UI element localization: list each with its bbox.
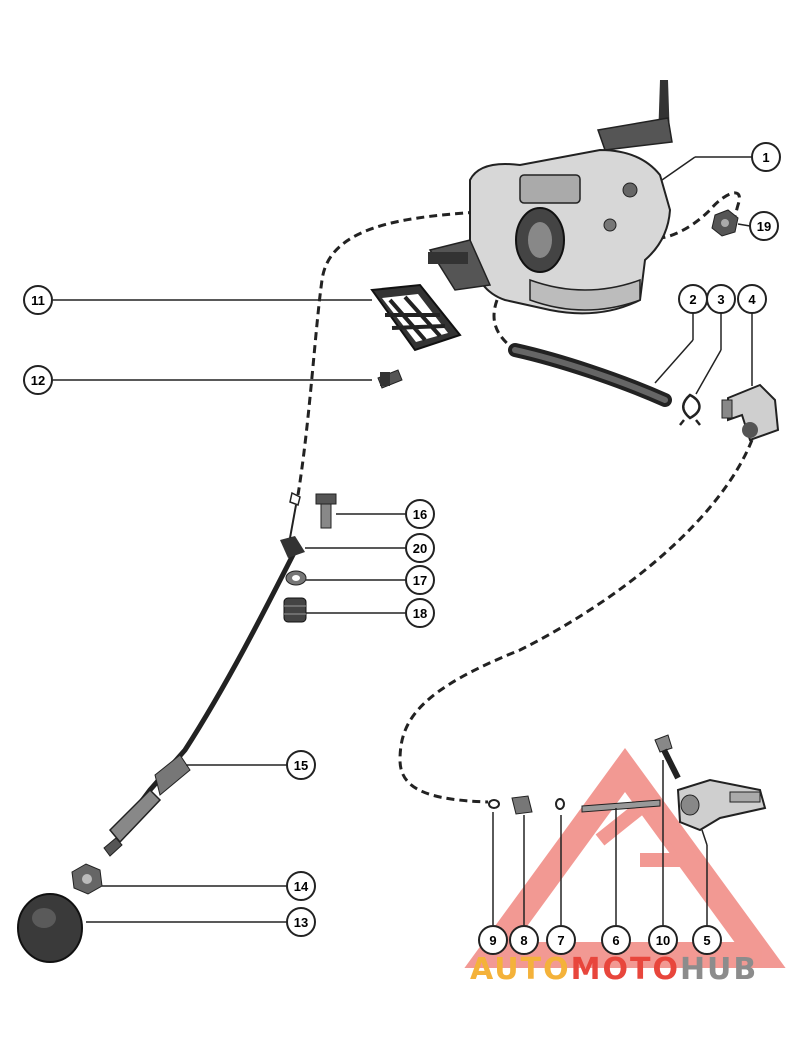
svg-text:2: 2 (689, 292, 696, 307)
svg-text:3: 3 (717, 292, 724, 307)
callout-10: 10 (648, 925, 678, 955)
plunger-part-6 (581, 799, 661, 813)
callout-6: 6 (601, 925, 631, 955)
watermark-logo (464, 747, 786, 968)
svg-text:16: 16 (413, 507, 427, 522)
dash-carb-bottom (492, 299, 516, 352)
svg-text:5: 5 (703, 933, 710, 948)
watermark-text: AUTOMOTOHUB (470, 952, 758, 987)
watermark-auto: AUTO (470, 952, 571, 987)
watermark-hub: HUB (679, 952, 759, 987)
callout-5: 5 (692, 925, 722, 955)
svg-text:11: 11 (31, 293, 45, 308)
callout-18: 18 (405, 598, 435, 628)
bolt-part-16 (315, 493, 337, 529)
svg-text:13: 13 (294, 915, 308, 930)
callout-15: 15 (286, 750, 316, 780)
screw-part-12 (377, 369, 403, 389)
choke-cable-part (103, 491, 305, 857)
svg-text:14: 14 (294, 879, 309, 894)
callout-20: 20 (405, 533, 435, 563)
svg-text:7: 7 (557, 933, 564, 948)
callout-19: 19 (749, 211, 779, 241)
watermark-moto: MOTO (570, 952, 680, 987)
callout-16: 16 (405, 499, 435, 529)
svg-text:6: 6 (612, 933, 619, 948)
svg-text:15: 15 (294, 758, 308, 773)
svg-text:12: 12 (31, 373, 45, 388)
svg-text:10: 10 (656, 933, 670, 948)
svg-text:20: 20 (413, 541, 427, 556)
elbow-fitting-part (721, 383, 780, 442)
callout-2: 2 (678, 284, 708, 314)
clamp-part (679, 393, 701, 426)
washer-part-17 (285, 570, 307, 586)
callout-13: 13 (286, 907, 316, 937)
callout-8: 8 (509, 925, 539, 955)
callout-1: 1 (751, 142, 781, 172)
knob-part-13 (17, 893, 83, 963)
dash-carb-to-cable (296, 208, 516, 496)
callout-3: 3 (706, 284, 736, 314)
nut-part-19 (711, 209, 739, 237)
primer-small-parts (488, 734, 681, 815)
dash-elbow-to-primer (398, 439, 754, 804)
svg-text:9: 9 (489, 933, 496, 948)
hose-part (508, 343, 672, 407)
callout-7: 7 (546, 925, 576, 955)
callout-14: 14 (286, 871, 316, 901)
sleeve-part-18 (283, 597, 307, 623)
screen-part (370, 283, 462, 352)
callout-17: 17 (405, 565, 435, 595)
svg-text:17: 17 (413, 573, 427, 588)
primer-body-part-5 (676, 778, 767, 832)
fitting-part-8 (511, 795, 533, 815)
carburetor-part (428, 80, 673, 315)
leader-lines (53, 156, 753, 925)
svg-text:1: 1 (762, 150, 769, 165)
callout-12: 12 (23, 365, 53, 395)
callout-11: 11 (23, 285, 53, 315)
callout-9: 9 (478, 925, 508, 955)
svg-text:18: 18 (413, 606, 427, 621)
nut-part-14 (71, 863, 103, 895)
svg-text:4: 4 (748, 292, 756, 307)
svg-text:19: 19 (757, 219, 771, 234)
svg-text:8: 8 (520, 933, 527, 948)
callout-4: 4 (737, 284, 767, 314)
